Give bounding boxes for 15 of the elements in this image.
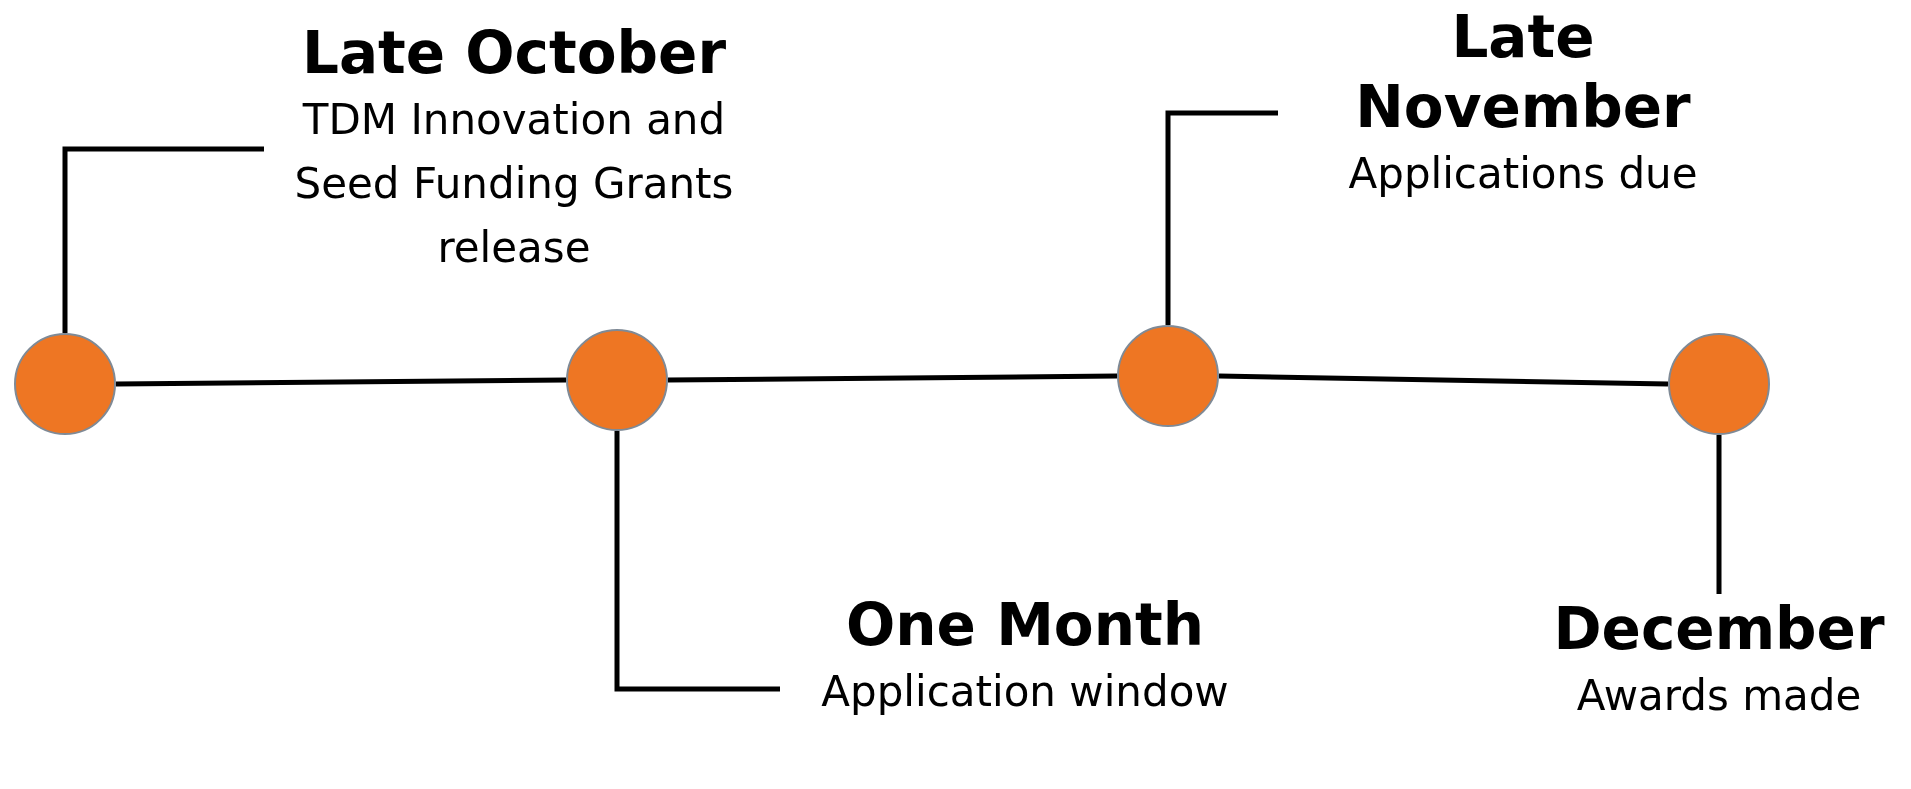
- leader-line: [1165, 110, 1278, 325]
- milestone-description: Application window: [820, 666, 1230, 718]
- milestone-title: December: [1552, 594, 1886, 664]
- timeline-line: [667, 373, 1118, 383]
- milestone-title: One Month: [845, 590, 1205, 660]
- milestone-description: Awards made: [1575, 670, 1863, 722]
- milestone-title: Late October: [300, 18, 728, 88]
- milestone-description: TDM Innovation and Seed Funding Grants release: [293, 94, 735, 274]
- leader-line: [1716, 435, 1722, 594]
- timeline-line: [115, 377, 567, 387]
- leader-line: [614, 431, 780, 692]
- milestone-title: Late November: [1354, 2, 1692, 142]
- timeline-line: [1218, 373, 1669, 387]
- milestone-description: Applications due: [1347, 148, 1699, 200]
- leader-line: [62, 146, 264, 333]
